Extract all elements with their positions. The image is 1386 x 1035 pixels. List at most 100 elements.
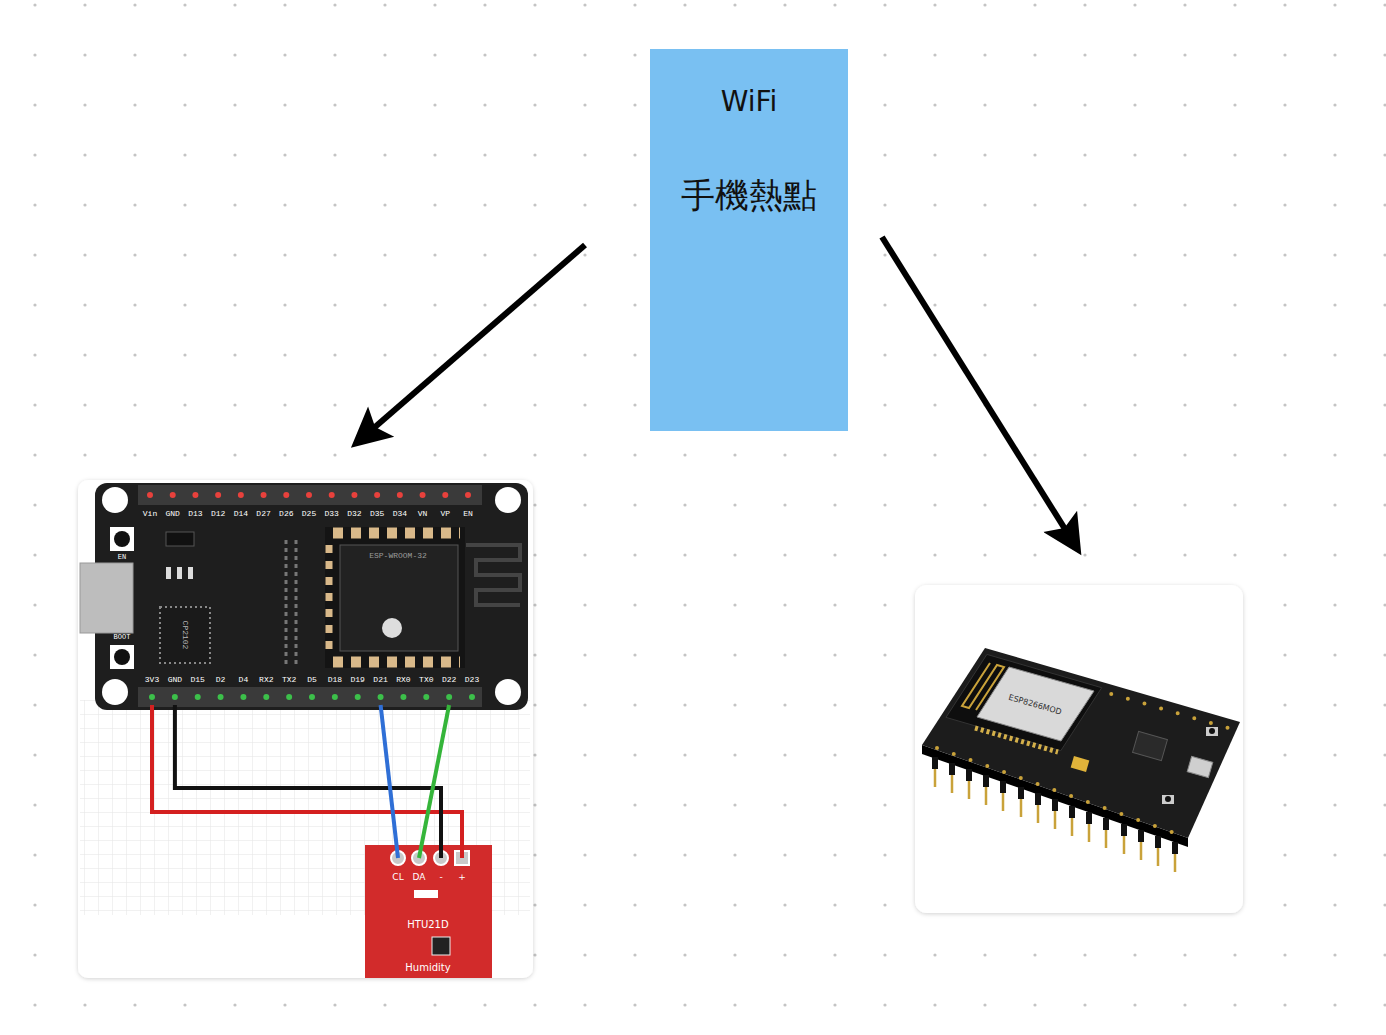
image-card — [915, 585, 1243, 913]
regulator-leg — [188, 567, 193, 579]
pin-label: GND — [168, 676, 182, 684]
pin-plastic — [935, 757, 1175, 854]
pin-header — [138, 485, 482, 505]
pin-label: D22 — [442, 676, 456, 684]
sensor-caption: Humidity — [405, 963, 450, 973]
regulator — [166, 532, 194, 546]
button-cap — [114, 649, 130, 665]
pin-dots — [152, 694, 472, 700]
module-name: ESP-WROOM-32 — [369, 551, 427, 561]
power-wire — [152, 705, 462, 858]
pin-label: D15 — [191, 676, 205, 684]
nodemcu-board — [922, 648, 1240, 872]
nodemcu-card: ESP8266MOD — [915, 585, 1243, 913]
mount-hole — [102, 679, 128, 705]
sensor-pin-label: + — [458, 873, 466, 882]
sensor-chip — [432, 937, 450, 955]
pin-label: D5 — [307, 676, 317, 684]
pin-label: D27 — [256, 510, 270, 518]
boot-button — [110, 645, 134, 669]
maker-logo — [382, 618, 402, 638]
image-card — [78, 480, 533, 978]
esp32-card: ESP-WROOM-32 — [78, 480, 533, 978]
wires — [152, 705, 462, 858]
button-cap — [1165, 796, 1171, 802]
pin-label: D35 — [370, 510, 384, 518]
pin-label: TX0 — [419, 676, 433, 684]
usb-chip — [1133, 731, 1168, 760]
pin-label: 3V3 — [145, 676, 159, 684]
module-pads — [333, 657, 460, 668]
button-cap — [114, 531, 130, 547]
arrow-connector — [882, 237, 1075, 545]
board-body — [922, 648, 1240, 838]
esp32-board — [80, 483, 528, 710]
wroom-module — [325, 527, 465, 668]
sensor-name: HTU21D — [407, 920, 448, 930]
node-title: WiFi — [721, 85, 778, 119]
pin-label: VP — [440, 510, 450, 518]
pin-label: D25 — [302, 510, 316, 518]
usb-port — [1187, 756, 1213, 777]
en-button — [110, 527, 134, 551]
pin-label: D19 — [351, 676, 365, 684]
pin-label: RX2 — [259, 676, 273, 684]
module-shield — [340, 545, 458, 651]
pin-label: D33 — [325, 510, 339, 518]
pin-label: TX2 — [282, 676, 296, 684]
pin-label: D32 — [347, 510, 361, 518]
module-name: ESP8266MOD — [1007, 693, 1062, 717]
pin-label: D2 — [216, 676, 226, 684]
hotspot-box: WiFi 手機熱點 — [650, 49, 848, 431]
pin-label: GND — [166, 510, 180, 518]
htu21d-breakout — [365, 845, 492, 978]
pin-label: RX0 — [396, 676, 410, 684]
usb-port — [80, 563, 133, 633]
pin-label: EN — [463, 510, 473, 518]
pin-label: Vin — [143, 510, 157, 518]
sensor-pin-label: CL — [392, 873, 403, 882]
pin-label: VN — [418, 510, 428, 518]
module-shield — [977, 667, 1094, 741]
button — [1206, 727, 1218, 736]
module-pads — [333, 528, 460, 539]
ground-wire — [175, 705, 441, 858]
data-wire — [419, 705, 449, 858]
pin-label: D12 — [211, 510, 225, 518]
pin-label: D4 — [239, 676, 249, 684]
pin-header — [138, 687, 482, 707]
module-pads — [975, 728, 1058, 752]
sensor-pin-label: - — [439, 873, 442, 882]
node-subtitle: 手機熱點 — [681, 175, 817, 216]
capacitor — [1071, 756, 1090, 772]
pin-dots — [150, 492, 468, 498]
usb-chip — [160, 607, 210, 663]
pin-label: D23 — [465, 676, 479, 684]
button-label: BOOT — [114, 634, 131, 641]
button-label: EN — [118, 554, 126, 561]
mount-hole — [102, 487, 128, 513]
pin-label: D21 — [373, 676, 387, 684]
pin-label: D14 — [234, 510, 248, 518]
arrow-connector — [360, 245, 585, 440]
pcb-antenna — [466, 545, 520, 605]
smd-row — [285, 540, 288, 665]
mount-hole — [495, 487, 521, 513]
regulator-leg — [177, 567, 182, 579]
mount-hole — [495, 679, 521, 705]
smd-row — [295, 540, 298, 665]
header-pins — [935, 769, 1175, 872]
clock-wire — [381, 705, 398, 858]
sensor-pad — [414, 890, 438, 898]
pin-label: D34 — [393, 510, 407, 518]
chip-label: CP2102 — [181, 621, 189, 650]
board-body — [95, 483, 528, 710]
sensor-board — [365, 845, 492, 978]
module-pcb — [946, 654, 1102, 750]
button-cap — [1209, 728, 1215, 734]
pin-label: D26 — [279, 510, 293, 518]
regulator-leg — [166, 567, 171, 579]
sensor-pin-label: DA — [413, 873, 426, 882]
